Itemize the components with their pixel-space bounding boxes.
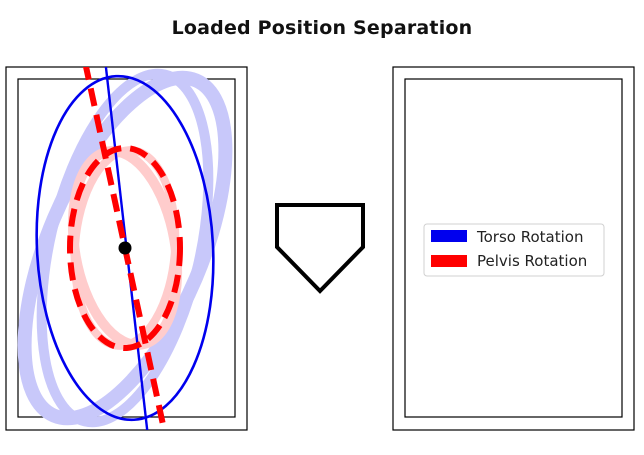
legend-frame [423, 223, 605, 277]
legend-label-torso: Torso Rotation [476, 228, 583, 246]
right-box-inner-frame [404, 78, 623, 418]
torso-rotation-ellipse [35, 74, 215, 422]
torso-rotation-band [17, 68, 233, 428]
diagram-title: Loaded Position Separation [171, 17, 473, 39]
torso-band-inner [36, 68, 214, 428]
legend-label-pelvis: Pelvis Rotation [477, 252, 587, 270]
legend-swatch-torso [431, 230, 467, 242]
home-plate-icon [275, 203, 365, 294]
pelvis-rotation-ellipse [67, 145, 183, 351]
legend-swatch-pelvis [431, 255, 467, 267]
center-dot-icon [118, 241, 132, 255]
legend: Torso Rotation Pelvis Rotation [423, 223, 605, 277]
left-box-inner-frame [17, 78, 236, 418]
